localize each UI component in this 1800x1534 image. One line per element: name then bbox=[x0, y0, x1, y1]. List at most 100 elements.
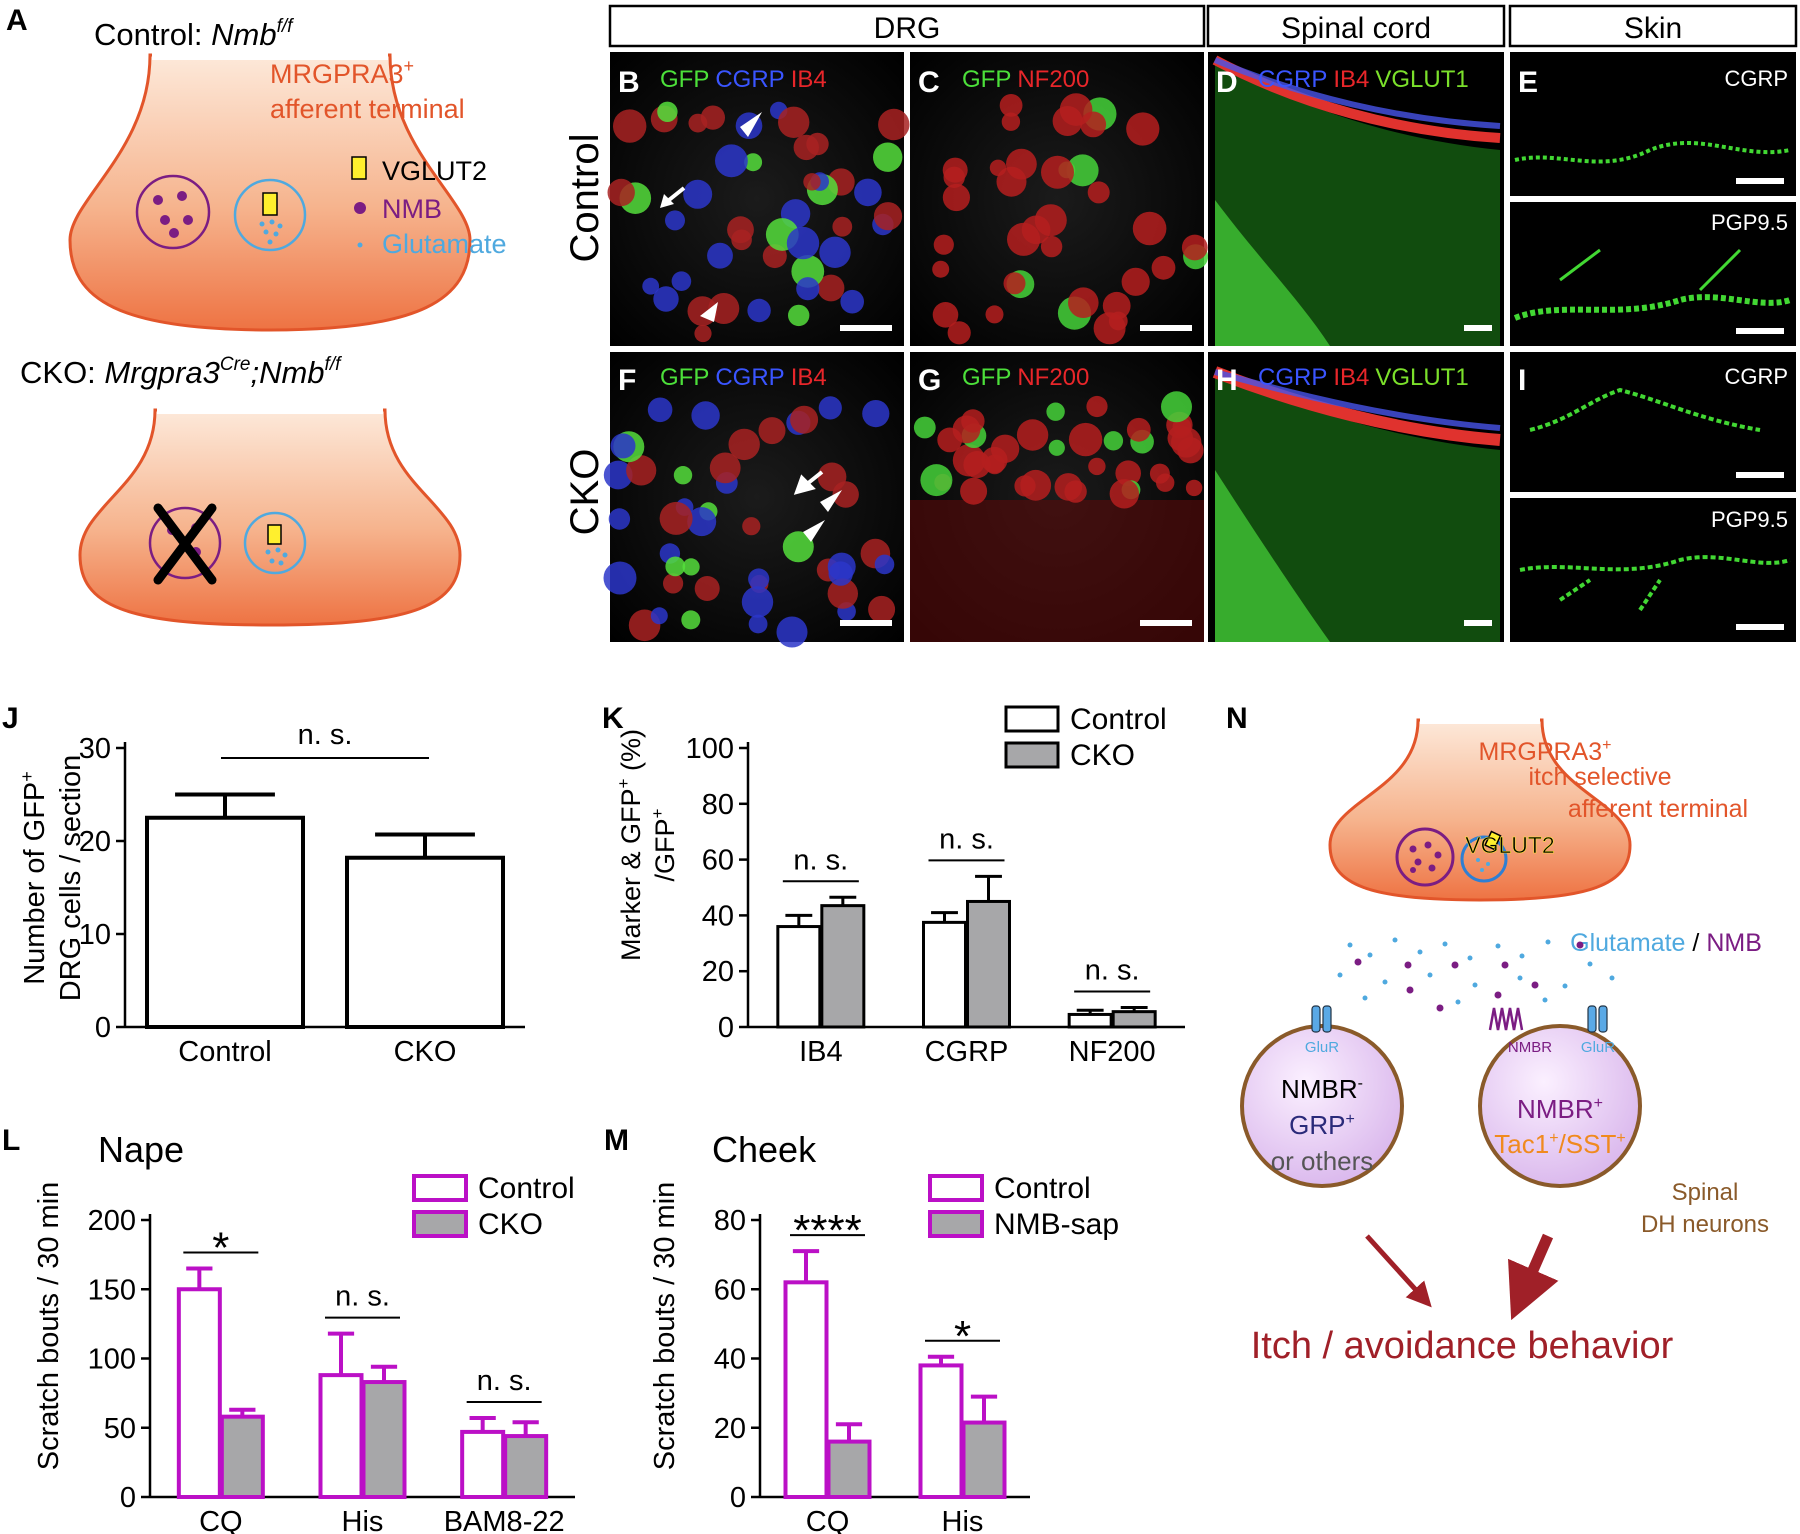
nmb-dots bbox=[1409, 841, 1442, 873]
stain-label-e-bottom: PGP9.5 bbox=[1711, 210, 1788, 235]
neuron-soma bbox=[642, 277, 660, 295]
cko-nmb-vesicle bbox=[148, 506, 222, 580]
neuron-soma bbox=[1068, 287, 1099, 319]
neuron-soma bbox=[1020, 469, 1052, 501]
glutamate-dots bbox=[1476, 858, 1490, 872]
arrowhead-icon bbox=[740, 112, 762, 137]
bar bbox=[966, 899, 1011, 1029]
strong-output-arrow-icon bbox=[1508, 1233, 1559, 1321]
neuron-soma bbox=[1041, 155, 1074, 189]
neuron-soma bbox=[1103, 431, 1124, 451]
neuron-soma bbox=[1048, 439, 1065, 456]
neuron-soma bbox=[1066, 154, 1099, 187]
neuron-soma bbox=[793, 134, 819, 161]
cko-vglut2-transporter bbox=[267, 524, 282, 545]
legend-swatch bbox=[1004, 705, 1060, 733]
terminal-top-mask bbox=[152, 52, 388, 60]
scale-bar bbox=[1140, 620, 1192, 626]
neuron-soma bbox=[960, 477, 988, 505]
pgp95-fiber bbox=[1513, 294, 1791, 321]
x-tick-label: NF200 bbox=[1069, 1036, 1156, 1068]
right-receptor-nmbr-label: NMBR bbox=[1508, 1039, 1552, 1056]
significance-label: n. s. bbox=[335, 1281, 390, 1313]
micrograph-e-top-bg bbox=[1510, 52, 1796, 196]
neuron-soma bbox=[932, 260, 950, 278]
neuron-soma bbox=[681, 610, 701, 630]
arrow-icon bbox=[660, 194, 674, 208]
cko-genotype-label: CKO: Mrgpra3Cre;Nmbf/f bbox=[20, 354, 342, 390]
legend-glutamate-swatch bbox=[357, 242, 363, 248]
cko-glutamate-vesicle bbox=[243, 511, 307, 575]
neuron-soma bbox=[659, 501, 693, 535]
legend-nmb-swatch bbox=[354, 202, 366, 214]
header-spinal-cord: Spinal cord bbox=[1281, 12, 1431, 45]
neuron-soma bbox=[868, 595, 896, 623]
neuron-soma bbox=[827, 578, 858, 609]
left-neuron-line2: GRP+ bbox=[1289, 1110, 1355, 1140]
panel-letter-j: J bbox=[2, 702, 19, 735]
neuron-soma bbox=[728, 428, 760, 461]
header-drg: DRG bbox=[874, 12, 941, 45]
neuron-soma bbox=[653, 286, 679, 312]
panel-letter-l: L bbox=[2, 1124, 20, 1157]
legend-label: CKO bbox=[478, 1208, 543, 1241]
nmb-dot bbox=[160, 215, 170, 225]
bar bbox=[145, 815, 305, 1029]
chart-l: L Nape Scratch bouts / 30 min 0501001502… bbox=[2, 1124, 575, 1534]
spinal-gray-matter bbox=[1215, 60, 1500, 346]
panel-letter-c: C bbox=[918, 66, 940, 99]
legend-swatch bbox=[412, 1174, 468, 1202]
x-tick-label: CQ bbox=[806, 1506, 850, 1534]
right-glur-icon bbox=[1587, 1005, 1608, 1033]
afferent-label-line2: afferent terminal bbox=[270, 94, 465, 124]
chart-j-ylabel-line2: DRG cells / section bbox=[55, 755, 87, 1002]
panel-letter-i: I bbox=[1518, 364, 1526, 397]
terminal-top-mask bbox=[1420, 716, 1540, 724]
afferent-label-n-line1: MRGPRA3+ bbox=[1479, 737, 1612, 766]
nerve-fiber-region bbox=[910, 500, 1204, 642]
y-tick-label: 60 bbox=[714, 1274, 746, 1306]
afferent-label-line1: MRGPRA3+ bbox=[270, 56, 414, 89]
neuron-soma bbox=[1185, 479, 1203, 497]
significance-label: n. s. bbox=[1085, 954, 1140, 986]
right-neuron-line2: Tac1+/SST+ bbox=[1494, 1129, 1625, 1159]
chart-m-title: Cheek bbox=[712, 1129, 817, 1170]
y-tick-label: 40 bbox=[702, 900, 734, 932]
arrowhead-icon bbox=[820, 490, 842, 512]
panel-letter-h: H bbox=[1216, 364, 1238, 397]
neuron-soma bbox=[990, 434, 1020, 463]
panel-letter-f: F bbox=[618, 364, 636, 397]
scale-bar bbox=[840, 620, 892, 626]
panel-letter-b: B bbox=[618, 66, 640, 99]
x-tick-label: His bbox=[342, 1506, 384, 1534]
significance-label: n. s. bbox=[298, 719, 353, 751]
bar bbox=[918, 1363, 964, 1500]
legend-swatch bbox=[412, 1210, 468, 1238]
scale-bar bbox=[1736, 472, 1784, 478]
nmb-dot bbox=[177, 191, 187, 201]
neuron-soma bbox=[1126, 417, 1151, 442]
neuron-soma bbox=[873, 202, 903, 231]
neuron-soma bbox=[708, 293, 740, 324]
y-tick-label: 20 bbox=[79, 826, 111, 858]
neuron-soma bbox=[673, 466, 693, 485]
neuron-soma bbox=[932, 302, 959, 328]
neuron-soma bbox=[1167, 425, 1194, 451]
right-dh-neuron bbox=[1478, 1024, 1642, 1188]
chart-m-ylabel: Scratch bouts / 30 min bbox=[649, 1182, 681, 1471]
nmb-dot bbox=[183, 215, 193, 225]
neuron-soma bbox=[782, 531, 814, 563]
left-receptor-label: GluR bbox=[1305, 1039, 1339, 1056]
neuron-soma bbox=[715, 144, 748, 178]
neuron-soma bbox=[1034, 204, 1067, 237]
y-tick-label: 0 bbox=[95, 1012, 111, 1044]
chart-k-ylabel-line2: /GFP+ bbox=[648, 808, 680, 881]
neuron-soma bbox=[1064, 480, 1087, 503]
bar bbox=[176, 1287, 222, 1499]
